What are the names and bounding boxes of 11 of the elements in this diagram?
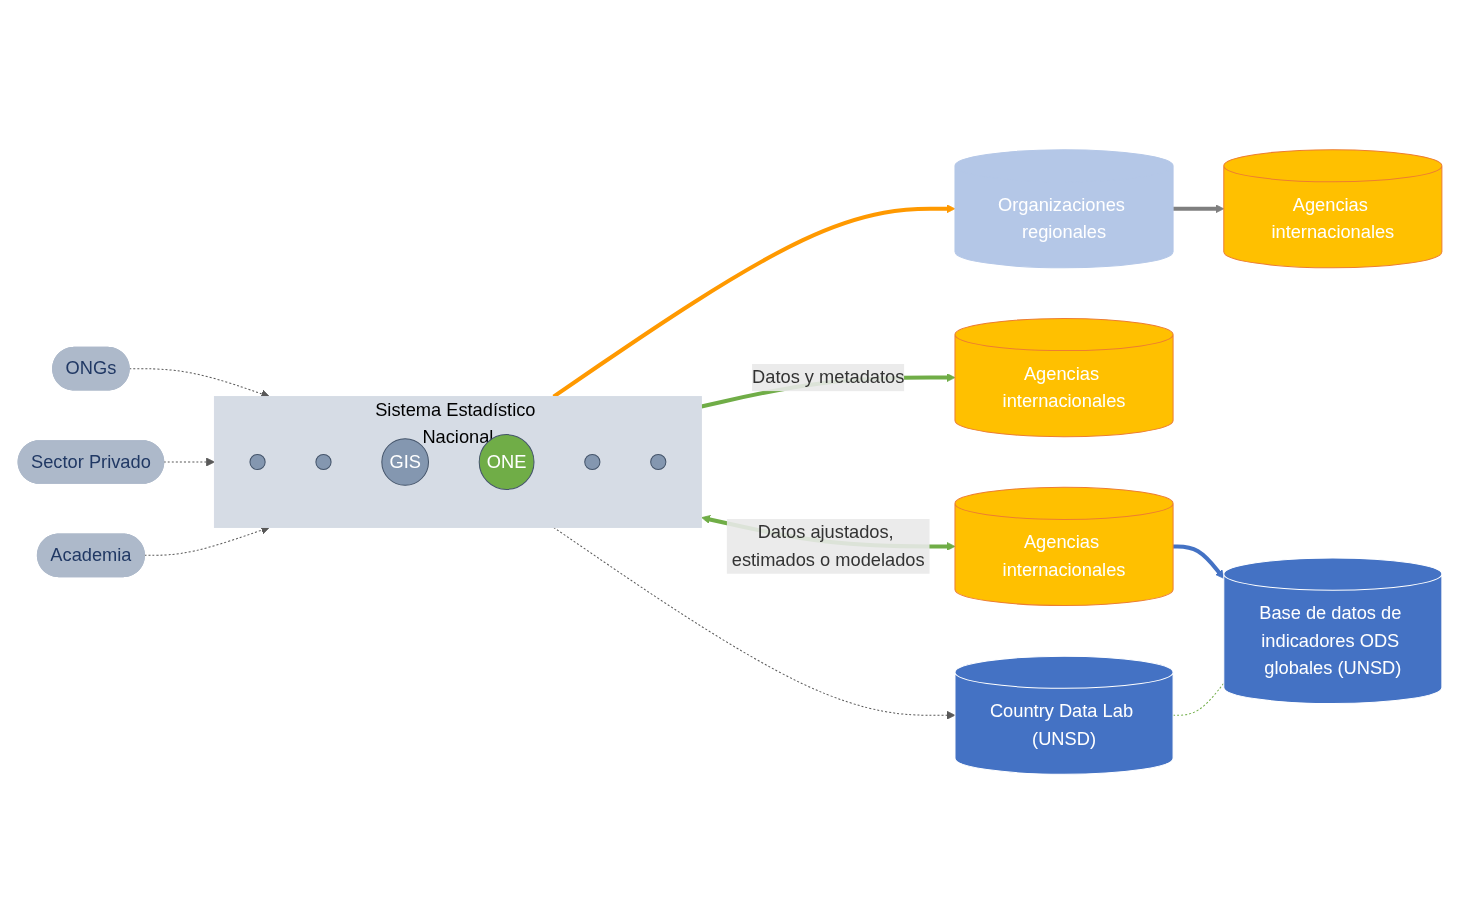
edge-label: Datos y metadatos (752, 366, 905, 387)
edge-label: Datos ajustados, estimados o modelados (731, 521, 925, 570)
node-circle (584, 453, 601, 470)
arrow (1173, 543, 1225, 579)
arrow (553, 526, 956, 720)
arrow (1173, 203, 1225, 213)
arrow (552, 203, 956, 398)
node-circle (315, 453, 332, 470)
node-circle (249, 453, 266, 470)
node-circle (650, 453, 667, 470)
connector (1172, 682, 1225, 716)
